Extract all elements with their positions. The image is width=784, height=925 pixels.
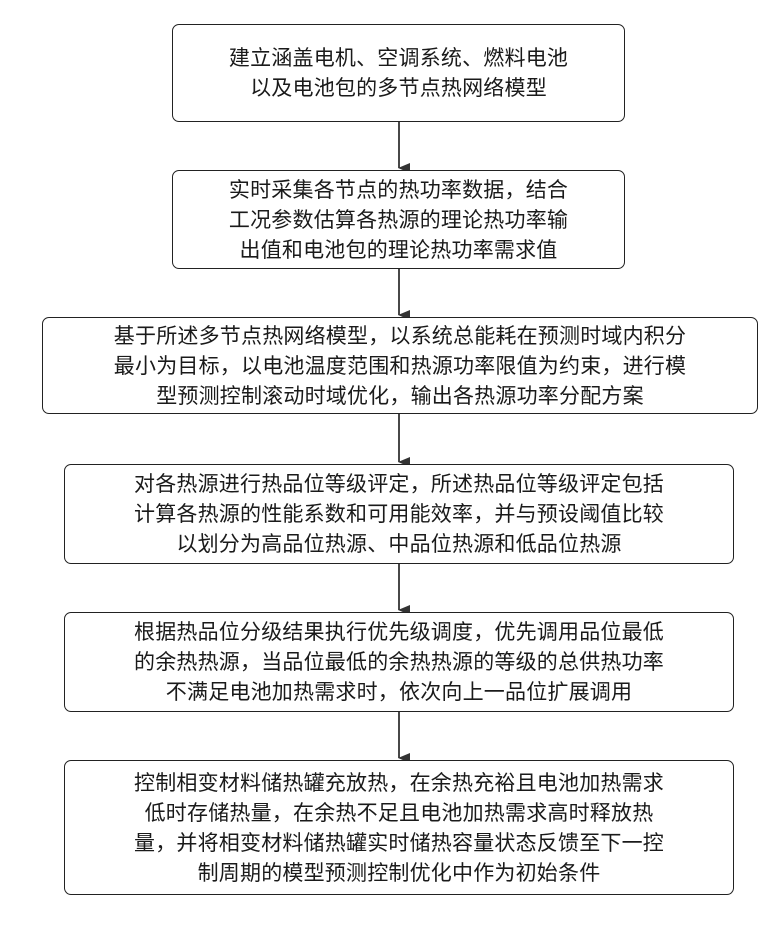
step-6-line-2: 低时存储热量，在余热不足且电池加热需求高时释放热	[145, 798, 654, 828]
step-4-line-2: 计算各热源的性能系数和可用能效率，并与预设阈值比较	[134, 499, 664, 529]
step-6-line-4: 制周期的模型预测控制优化中作为初始条件	[198, 858, 601, 888]
step-4-line-3: 以划分为高品位热源、中品位热源和低品位热源	[176, 529, 621, 559]
step-2-line-1: 实时采集各节点的热功率数据，结合	[229, 175, 568, 205]
step-5-box: 根据热品位分级结果执行优先级调度，优先调用品位最低 的余热热源，当品位最低的余热…	[64, 612, 734, 712]
step-5-line-2: 的余热热源，当品位最低的余热热源的等级的总供热功率	[134, 647, 664, 677]
step-1-line-2: 以及电池包的多节点热网络模型	[250, 73, 547, 103]
step-6-line-1: 控制相变材料储热罐充放热，在余热充裕且电池加热需求	[134, 768, 664, 798]
step-6-line-3: 量，并将相变材料储热罐实时储热容量状态反馈至下一控	[134, 828, 664, 858]
step-5-line-1: 根据热品位分级结果执行优先级调度，优先调用品位最低	[134, 617, 664, 647]
step-1-line-1: 建立涵盖电机、空调系统、燃料电池	[229, 43, 568, 73]
step-3-line-1: 基于所述多节点热网络模型，以系统总能耗在预测时域内积分	[114, 321, 686, 351]
step-2-line-2: 工况参数估算各热源的理论热功率输	[229, 205, 568, 235]
step-2-box: 实时采集各节点的热功率数据，结合 工况参数估算各热源的理论热功率输 出值和电池包…	[172, 170, 625, 269]
step-3-line-3: 型预测控制滚动时域优化，输出各热源功率分配方案	[156, 381, 644, 411]
step-2-line-3: 出值和电池包的理论热功率需求值	[240, 235, 558, 265]
step-3-box: 基于所述多节点热网络模型，以系统总能耗在预测时域内积分 最小为目标，以电池温度范…	[42, 317, 758, 414]
step-1-box: 建立涵盖电机、空调系统、燃料电池 以及电池包的多节点热网络模型	[172, 24, 625, 122]
step-4-box: 对各热源进行热品位等级评定，所述热品位等级评定包括 计算各热源的性能系数和可用能…	[64, 464, 734, 564]
step-3-line-2: 最小为目标，以电池温度范围和热源功率限值为约束，进行模	[114, 351, 686, 381]
step-4-line-1: 对各热源进行热品位等级评定，所述热品位等级评定包括	[134, 469, 664, 499]
step-5-line-3: 不满足电池加热需求时，依次向上一品位扩展调用	[166, 677, 632, 707]
step-6-box: 控制相变材料储热罐充放热，在余热充裕且电池加热需求 低时存储热量，在余热不足且电…	[64, 760, 734, 895]
